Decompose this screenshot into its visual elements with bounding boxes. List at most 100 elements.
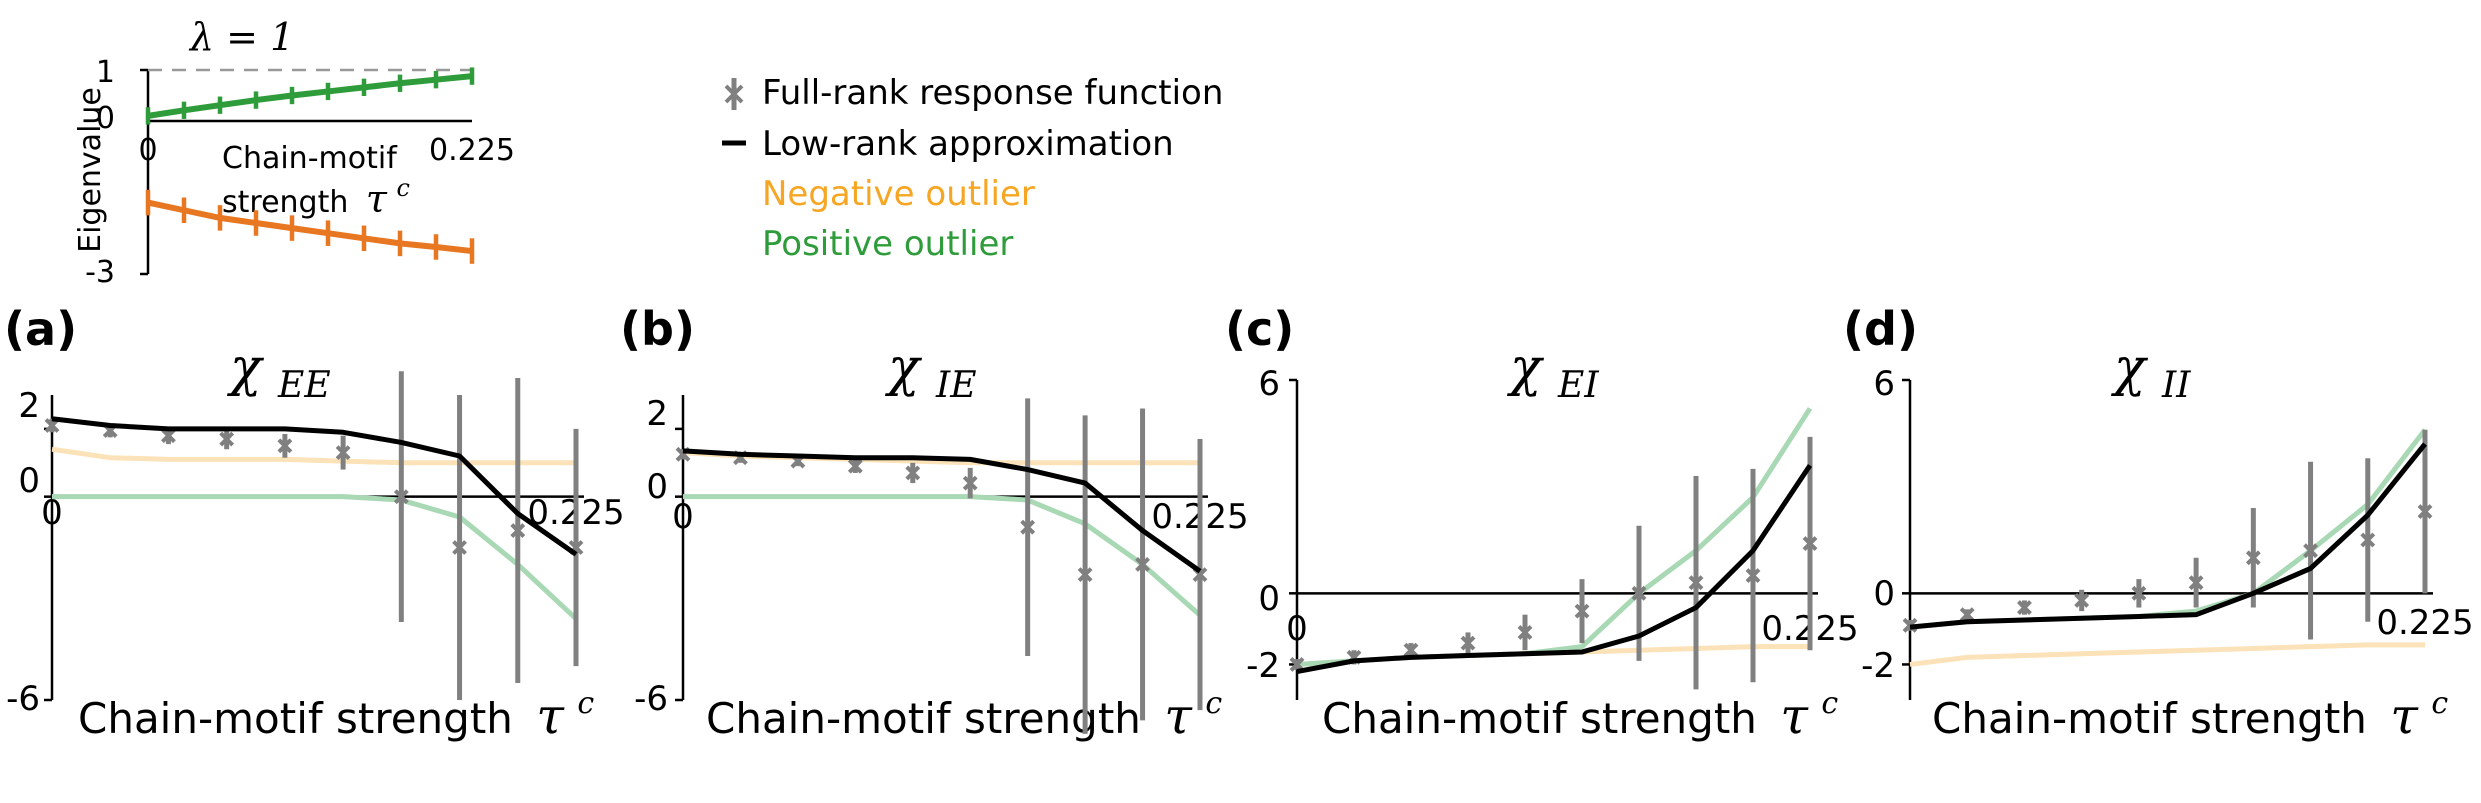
inset-title: λ = 1 [188, 15, 294, 59]
panel-d-xlabel: Chain-motif strength τ c [1932, 686, 2448, 745]
panel-a-fullrank-point [393, 489, 409, 505]
inset-ytick-bottom: -3 [85, 255, 115, 290]
panel-c-ytick-top: 6 [1258, 364, 1280, 404]
panel-c-xlabel-text: Chain-motif strength [1322, 694, 1757, 743]
legend-fullrank-x [724, 84, 744, 104]
panel-c-fullrank-point [1517, 625, 1533, 640]
panel-d-title-sub: II [2161, 365, 2191, 406]
panel-c: (c) χ EI 6 0 -2 0 0.225 Chain-motif stre… [1225, 302, 1859, 745]
panel-d-fullrank-point [2303, 543, 2318, 559]
panel-a-negative-outlier-line [51, 446, 576, 466]
panel-a-lowrank-line [51, 416, 578, 557]
panel-b-title: χ IE [884, 338, 977, 406]
inset-title-text: λ = 1 [188, 15, 294, 59]
legend-positive-label: Positive outlier [762, 224, 1013, 264]
panel-d-fullrank-point [2245, 550, 2261, 566]
panel-d-title-symbol: χ [2110, 338, 2149, 398]
panel-c-ytick-bottom: -2 [1246, 646, 1280, 686]
panel-b-xlabel-symbol: τ [1164, 687, 1193, 745]
panel-c-fullrank-point [1745, 568, 1761, 583]
panel-b-positive-outlier-line [683, 494, 1202, 618]
panel-d-xtick-right: 0.225 [2376, 603, 2473, 643]
panel-d-title: χ II [2110, 338, 2191, 406]
panel-d-lowrank-line [1909, 442, 2427, 630]
panel-b-xlabel: Chain-motif strength τ c [706, 686, 1222, 745]
inset-xlabel-symbol: τ [366, 177, 388, 221]
inset-xlabel-sup: c [396, 174, 409, 202]
panel-d-xlabel-symbol: τ [2390, 687, 2419, 745]
panel-a-xlabel-text: Chain-motif strength [78, 694, 513, 743]
panel-c-plot-area [1289, 378, 1818, 700]
panel-b: (b) χ IE 2 0 -6 0 0.225 Chain-motif stre… [620, 302, 1249, 745]
panel-b-fullrank-point [905, 465, 921, 481]
panel-a-xlabel-symbol: τ [536, 687, 565, 745]
legend-item-positive: Positive outlier [762, 224, 1013, 264]
panel-c-title: χ EI [1506, 338, 1599, 406]
panel-c-xlabel: Chain-motif strength τ c [1322, 686, 1838, 745]
panel-b-lowrank-line [682, 448, 1202, 574]
panel-d: (d) χ II 6 0 -2 0.225 Chain-motif streng… [1843, 302, 2474, 745]
panel-c-fullrank-point [1688, 575, 1704, 591]
panel-c-positive-outlier-line [1296, 407, 1813, 667]
legend: Full-rank response function Low-rank app… [722, 73, 1223, 264]
panel-c-fullrank-point [1631, 585, 1647, 601]
panel-d-fullrank-point [2188, 575, 2204, 591]
inset-xlabel-line2: strength τ c [222, 174, 410, 221]
panel-d-fullrank-point [1959, 607, 1975, 623]
legend-item-fullrank: Full-rank response function [724, 73, 1223, 113]
panel-b-xlabel-sup: c [1205, 686, 1222, 721]
inset-xlabel-line2-text: strength [222, 185, 348, 220]
panel-d-ytick-zero: 0 [1873, 574, 1895, 614]
inset-ytick-zero: 0 [96, 101, 115, 136]
inset-negative-line [147, 199, 473, 255]
panel-a-fullrank-point [277, 438, 293, 454]
panel-b-fullrank-point [847, 458, 863, 474]
panel-d-plot-area [1902, 378, 2433, 700]
panel-b-fullrank-point [1020, 519, 1036, 535]
panel-b-letter: (b) [620, 302, 695, 356]
panel-d-positive-outlier-line [1909, 428, 2427, 630]
panel-a: (a) χ EE 2 0 -6 0 0.225 Chain-motif stre… [4, 302, 625, 745]
panel-a-fullrank-point [335, 445, 351, 461]
panel-c-fullrank-point [1802, 536, 1818, 551]
panel-b-fullrank-point [1135, 557, 1150, 572]
panel-d-fullrank-point [2417, 504, 2433, 519]
panel-d-fullrank-point [2017, 600, 2032, 615]
panel-b-ytick-top: 2 [646, 394, 668, 434]
panel-c-title-symbol: χ [1506, 338, 1545, 398]
panel-a-xlabel-sup: c [577, 686, 594, 721]
panel-c-xlabel-symbol: τ [1780, 687, 1809, 745]
legend-item-lowrank: Low-rank approximation [722, 124, 1174, 164]
panel-d-fullrank-point [2074, 593, 2090, 608]
panel-c-fullrank-point [1460, 635, 1476, 651]
panel-c-letter: (c) [1225, 302, 1294, 356]
inset-plot-area [140, 67, 480, 276]
panel-a-title: χ EE [226, 338, 331, 406]
panel-c-fullrank-point [1403, 642, 1419, 658]
panel-c-title-sub: EI [1557, 365, 1599, 406]
inset-eigenvalue-chart: λ = 1 Eigenvalue Chain-motif strength τ … [73, 15, 515, 290]
panel-b-ytick-bottom: -6 [634, 679, 668, 719]
inset-xlabel-line1: Chain-motif [222, 141, 398, 176]
panel-a-fullrank-point [510, 523, 526, 538]
inset-positive-line [147, 73, 473, 119]
panel-c-lowrank-line [1296, 463, 1813, 675]
legend-item-negative: Negative outlier [762, 174, 1035, 214]
inset-ytick-top: 1 [96, 55, 115, 90]
legend-fullrank-marker [724, 78, 744, 110]
panel-a-plot-area [44, 371, 584, 702]
panel-d-fullrank-point [2360, 532, 2376, 548]
panel-b-ytick-zero: 0 [646, 467, 668, 507]
panel-c-xlabel-sup: c [1821, 686, 1838, 721]
legend-negative-label: Negative outlier [762, 174, 1035, 214]
inset-xtick-right: 0.225 [429, 133, 515, 168]
panel-c-fullrank-point [1574, 603, 1590, 619]
panel-a-title-symbol: χ [226, 338, 265, 398]
panel-a-xlabel: Chain-motif strength τ c [78, 686, 594, 745]
panel-d-negative-outlier-line [1909, 642, 2425, 667]
panel-a-ytick-zero: 0 [18, 461, 40, 501]
panel-a-fullrank-point [219, 431, 235, 447]
legend-lowrank-label: Low-rank approximation [762, 124, 1174, 164]
panel-d-xlabel-text: Chain-motif strength [1932, 694, 2367, 743]
